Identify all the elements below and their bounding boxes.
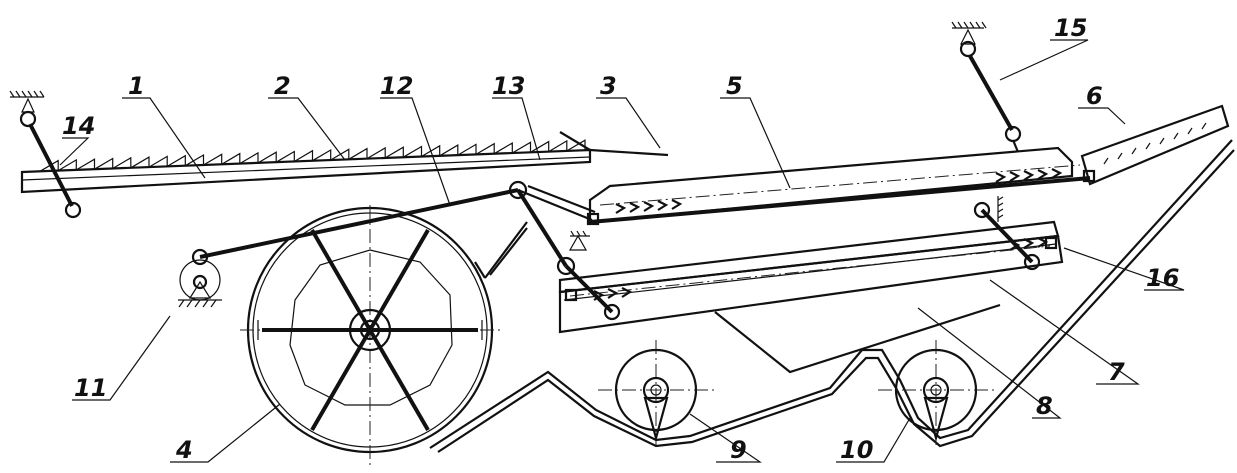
label-3: 3 <box>600 72 617 100</box>
rod-14 <box>9 90 82 219</box>
hanger-15 <box>951 21 1022 153</box>
pivot-11 <box>178 248 222 308</box>
chute-6 <box>1080 104 1230 186</box>
label-14: 14 <box>62 112 95 140</box>
label-15: 15 <box>1054 14 1087 42</box>
label-11: 11 <box>74 374 107 402</box>
hopper-body-8 <box>429 139 1235 453</box>
label-16: 16 <box>1146 264 1179 292</box>
label-1: 1 <box>128 72 145 100</box>
label-6: 6 <box>1086 82 1103 110</box>
label-10: 10 <box>840 436 873 464</box>
label-8: 8 <box>1036 392 1053 420</box>
lower-sieve-7 <box>558 196 1064 334</box>
label-7: 7 <box>1108 358 1125 386</box>
feeder-conveyor <box>20 131 669 194</box>
label-9: 9 <box>730 436 747 464</box>
label-2: 2 <box>274 72 291 100</box>
label-12: 12 <box>380 72 413 100</box>
upper-sieve-5 <box>586 146 1096 226</box>
feeder-teeth <box>39 139 586 172</box>
paddle-wheel <box>240 205 500 465</box>
roller-9 <box>598 340 714 445</box>
rocker-13 <box>474 184 596 279</box>
leader-lines <box>59 39 1185 463</box>
rod-12 <box>199 180 528 259</box>
label-4: 4 <box>175 436 193 464</box>
label-13: 13 <box>492 72 525 100</box>
roller-10 <box>878 340 994 445</box>
part-labels: 1 2 12 13 3 5 6 14 15 16 11 4 9 10 8 7 <box>62 14 1179 464</box>
label-5: 5 <box>726 72 743 100</box>
